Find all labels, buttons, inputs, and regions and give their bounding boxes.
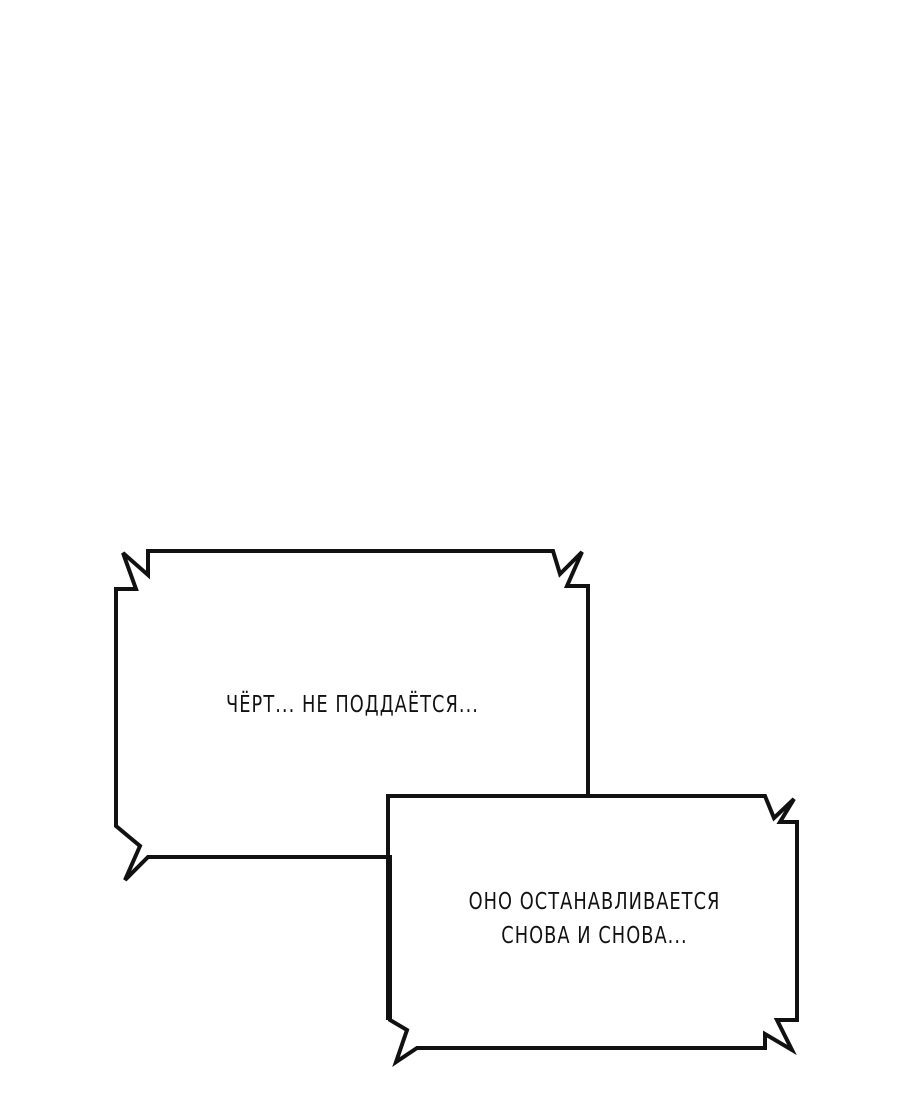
caption-box-seam <box>586 586 765 798</box>
caption-2-line-2: СНОВА И СНОВА... <box>501 923 688 949</box>
caption-2-line-1: ОНО ОСТАНАВЛИВАЕТСЯ <box>468 889 721 915</box>
caption-1-line-1: ЧЁРТ... НЕ ПОДДАЁТСЯ... <box>226 692 479 718</box>
caption-box-seam-2 <box>148 855 390 1020</box>
caption-text-1: ЧЁРТ... НЕ ПОДДАЁТСЯ... <box>204 688 501 722</box>
caption-text-2: ОНО ОСТАНАВЛИВАЕТСЯ СНОВА И СНОВА... <box>438 885 752 953</box>
